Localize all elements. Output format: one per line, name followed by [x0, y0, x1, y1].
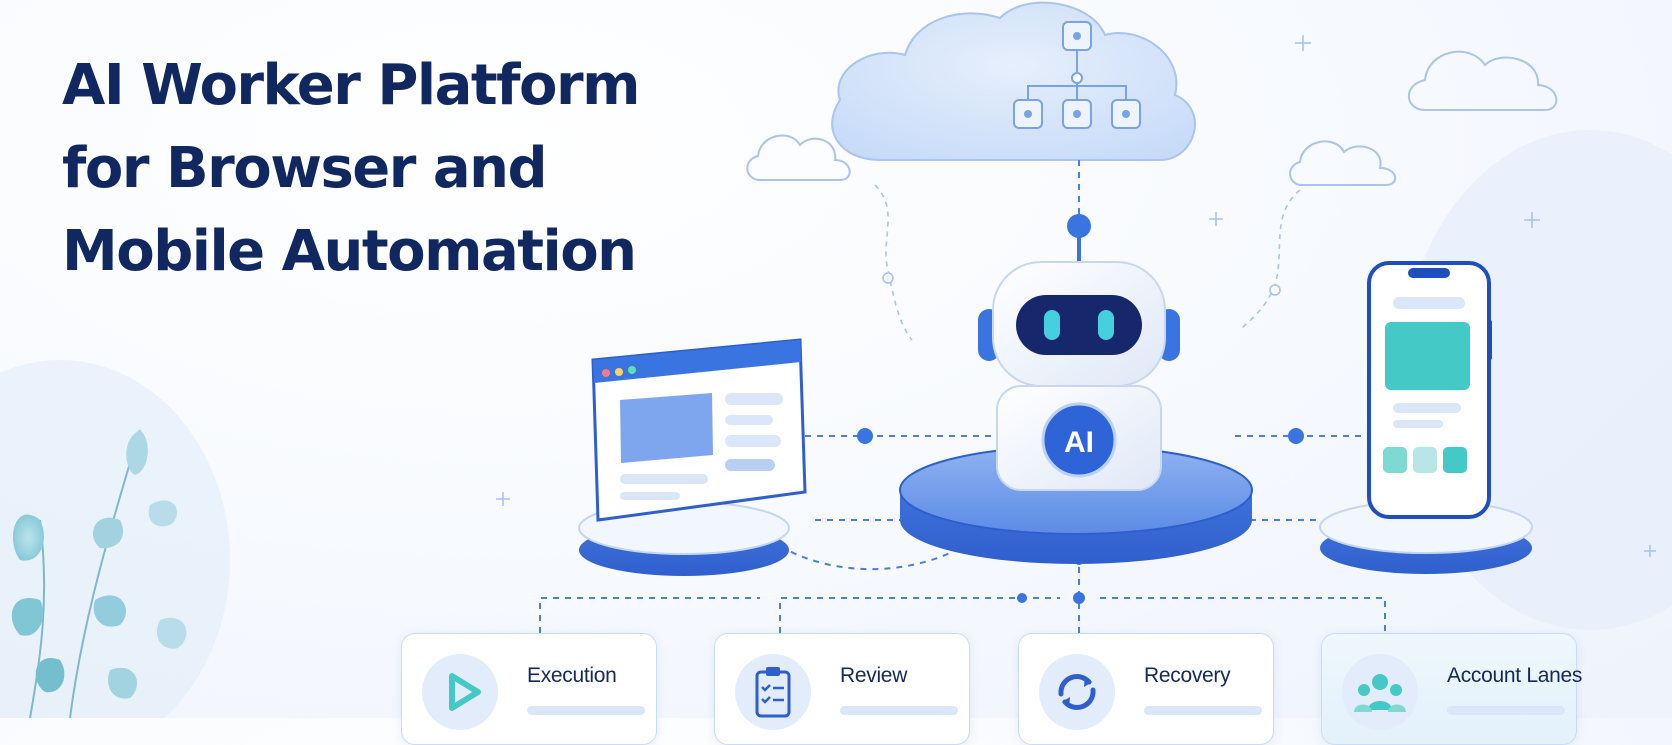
page-title-line: AI Worker Platform: [62, 53, 640, 118]
connector-lines: [874, 184, 1301, 341]
feature-card-label: Recovery: [1144, 664, 1231, 687]
play-icon: [422, 654, 498, 730]
page-title-line: Mobile Automation: [62, 219, 637, 284]
placeholder-bar: [1144, 706, 1262, 715]
cloud-outline-icon: [1289, 140, 1396, 186]
feature-card-label: Execution: [527, 664, 617, 687]
page-title: AI Worker Platform for Browser and Mobil…: [62, 44, 640, 293]
refresh-cycle-icon: [1039, 654, 1115, 730]
feature-card-execution[interactable]: Execution: [401, 633, 657, 745]
feature-card-account-lanes[interactable]: Account Lanes: [1321, 633, 1582, 745]
phone-platform: [1319, 500, 1533, 574]
placeholder-bar: [1447, 706, 1565, 715]
feature-card-label: Review: [840, 664, 908, 687]
robot-badge-label: AI: [1064, 426, 1094, 459]
placeholder-bar: [840, 706, 958, 715]
hero-illustration: AI: [0, 1, 1672, 718]
people-group-icon: [1342, 654, 1418, 730]
feature-card-review[interactable]: Review: [714, 633, 970, 745]
smartphone-icon: [1367, 261, 1492, 519]
cloud-outline-icon: [1407, 50, 1558, 111]
plant-leaves-illustration: [11, 429, 187, 718]
sparkle-icon: [496, 35, 1656, 557]
page-title-line: for Browser and: [62, 136, 548, 201]
cloud-network-icon: [831, 1, 1196, 161]
placeholder-bar: [527, 706, 645, 715]
clipboard-checklist-icon: [735, 654, 811, 730]
feature-card-recovery[interactable]: Recovery: [1018, 633, 1274, 745]
cloud-outline-icon: [746, 134, 851, 181]
browser-window-icon: [591, 338, 807, 522]
robot-icon: [978, 214, 1180, 491]
feature-card-label: Account Lanes: [1447, 664, 1583, 687]
